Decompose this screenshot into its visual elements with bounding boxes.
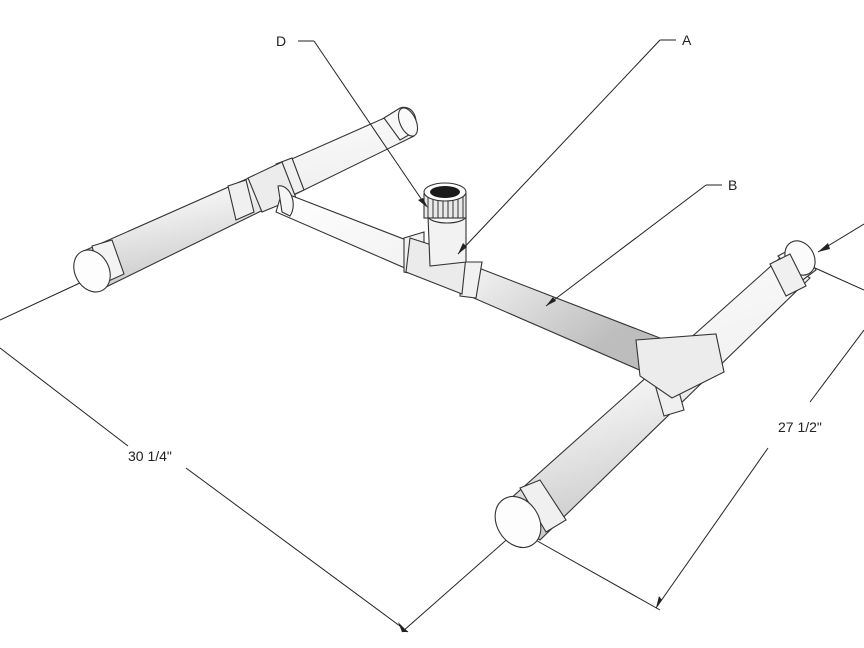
callout-b-leader <box>545 184 707 307</box>
callout-d-arrow <box>418 198 428 208</box>
depth-dimension-line-lower <box>655 447 769 609</box>
depth-arrow-bottom <box>656 596 662 608</box>
top-right-arrow <box>818 243 830 252</box>
width-extension-right <box>401 534 513 633</box>
width-dimension-line-lower <box>185 467 409 633</box>
front-crossbar-pipe <box>494 240 817 549</box>
center-pipe-b <box>275 185 661 373</box>
callout-d-label: D <box>276 33 286 49</box>
width-arrow-right <box>398 622 408 632</box>
depth-dimension-label: 27 1/2" <box>778 419 822 435</box>
depth-extension-bottom <box>531 537 661 611</box>
callout-b-arrow <box>546 297 556 306</box>
dimension-lines <box>0 223 864 633</box>
width-extension-left <box>0 281 83 321</box>
callout-a-leader <box>457 39 661 255</box>
width-dimension-label: 30 1/4" <box>128 448 172 464</box>
callout-a-label: A <box>682 32 692 48</box>
callout-a-arrow <box>458 243 467 254</box>
depth-dimension-line-upper <box>809 329 864 403</box>
width-dimension-line-upper <box>0 347 129 447</box>
callout-b-label: B <box>728 177 737 193</box>
riser-adapter-d <box>423 182 467 267</box>
callout-d-leader <box>313 40 427 207</box>
callouts: D A B <box>276 32 737 307</box>
riser-opening <box>430 186 460 198</box>
back-crossbar-pipe <box>73 106 419 293</box>
depth-extension-top <box>814 267 864 291</box>
